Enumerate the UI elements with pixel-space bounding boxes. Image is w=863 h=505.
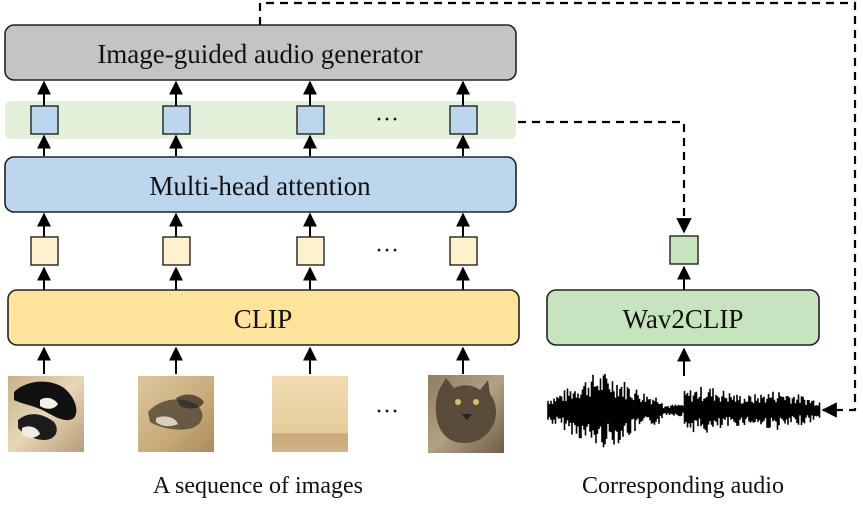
arrows-to-generator <box>37 80 470 106</box>
clip-box: CLIP <box>7 289 520 346</box>
clip-token <box>449 236 478 266</box>
image-frame-3 <box>272 376 348 452</box>
generator-label: Image-guided audio generator <box>97 39 422 69</box>
arrows-to-clip <box>37 346 470 374</box>
attended-tokens <box>30 105 478 135</box>
clip-token-ellipsis: ··· <box>375 238 399 264</box>
attended-token <box>296 105 325 135</box>
arrows-to-attention <box>37 212 470 237</box>
attention-box: Multi-head attention <box>4 156 517 213</box>
dashed-arrow-generator-to-audio <box>258 1 857 418</box>
attended-token <box>30 105 59 135</box>
audio-caption: Corresponding audio <box>582 473 784 499</box>
image-frame-4 <box>428 375 504 453</box>
wav2clip-box: Wav2CLIP <box>546 289 820 346</box>
image-frame-1 <box>8 376 84 452</box>
images-caption: A sequence of images <box>153 473 363 499</box>
arrows-to-clip-tokens <box>37 266 470 290</box>
clip-label: CLIP <box>234 304 293 334</box>
attended-token <box>449 105 478 135</box>
attended-token <box>162 105 191 135</box>
clip-tokens <box>30 236 478 266</box>
clip-token <box>162 236 191 266</box>
attended-ellipsis: ··· <box>375 107 399 133</box>
clip-token <box>296 236 325 266</box>
image-ellipsis: ··· <box>375 399 399 425</box>
clip-token <box>30 236 59 266</box>
wav2clip-label: Wav2CLIP <box>623 304 744 334</box>
audio-token <box>669 235 699 265</box>
waveform-trace <box>547 373 821 448</box>
token-band <box>5 101 516 139</box>
arrows-to-attended <box>37 134 470 156</box>
audio-waveform <box>547 373 821 448</box>
dashed-arrow-to-audio-token <box>518 120 692 234</box>
attention-label: Multi-head attention <box>149 171 371 201</box>
image-frame-2 <box>138 376 214 452</box>
generator-box: Image-guided audio generator <box>4 24 517 81</box>
